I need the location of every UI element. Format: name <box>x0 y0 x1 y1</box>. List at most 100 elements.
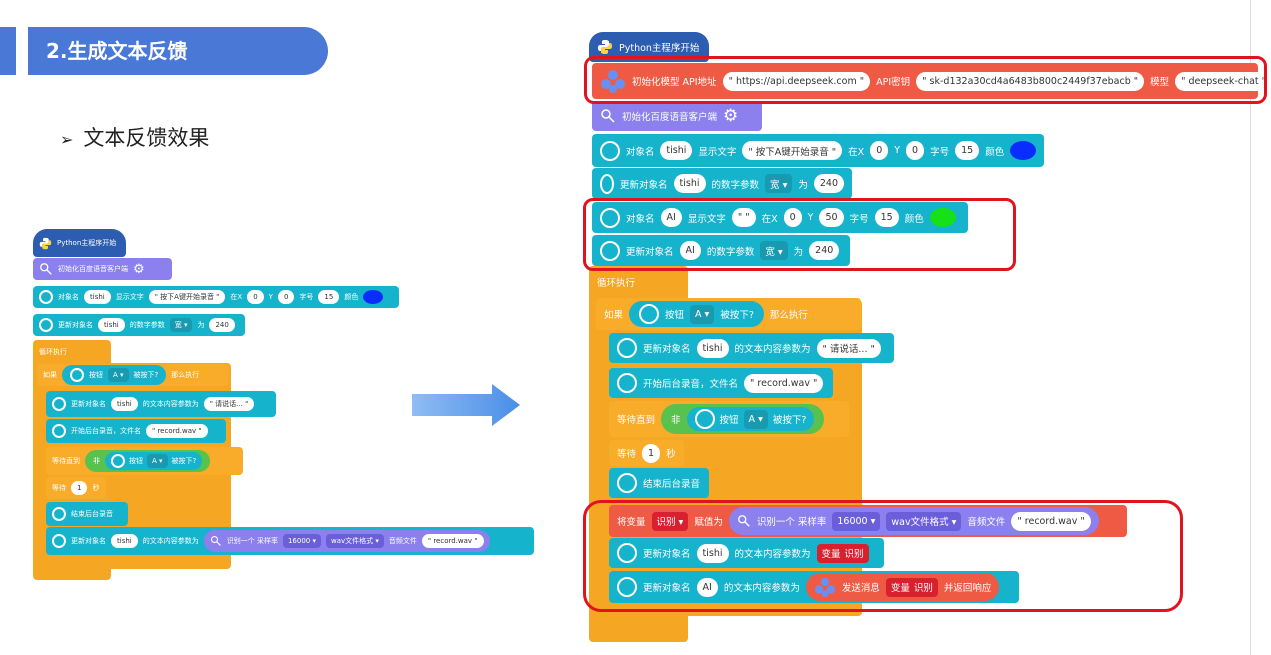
format-dropdown[interactable]: wav文件格式 ▾ <box>886 511 962 531</box>
block-text: 识别 <box>844 549 864 560</box>
filename-field[interactable]: " record.wav " <box>421 534 484 548</box>
seconds-field[interactable]: 1 <box>71 481 88 495</box>
object-name-field[interactable]: tishi <box>660 141 693 160</box>
loop-label[interactable]: 循环执行 <box>589 268 688 296</box>
show-text-block[interactable]: 对象名 tishi 显示文字 " 按下A键开始录音 " 在X 0 Y 0 字号 … <box>33 286 399 308</box>
loop-label[interactable]: 循环执行 <box>33 341 111 363</box>
x-field[interactable]: 0 <box>247 290 264 304</box>
wait-block[interactable]: 等待 1 秒 <box>46 477 106 499</box>
start-record-block[interactable]: 开始后台录音，文件名 " record.wav " <box>46 419 226 443</box>
object-name-field[interactable]: AI <box>679 241 701 260</box>
button-condition[interactable]: 按钮 A ▾ 被按下? <box>686 407 815 431</box>
if-block[interactable]: 如果 按钮 A ▾ 被按下? 那么执行 <box>596 298 861 330</box>
display-icon <box>52 507 66 521</box>
block-text: 更新对象名 <box>71 400 106 408</box>
show-ai-text-block[interactable]: 对象名 AI 显示文字 " " 在X 0 Y 50 字号 15 颜色 <box>592 202 968 233</box>
model-field[interactable]: " deepseek-chat " <box>1175 71 1271 91</box>
text-field[interactable]: " " <box>731 208 756 227</box>
button-dropdown[interactable]: A ▾ <box>690 304 715 324</box>
value-field[interactable]: 240 <box>809 241 840 260</box>
object-name-field[interactable]: tishi <box>696 338 729 358</box>
init-speech-block[interactable]: 初始化百度语音客户端 ⚙ <box>592 101 762 131</box>
text-field[interactable]: " 按下A键开始录音 " <box>148 290 226 304</box>
update-num-block[interactable]: 更新对象名 tishi 的数字参数 宽 ▾ 为 240 <box>33 314 245 336</box>
display-icon <box>600 207 620 228</box>
update-text-block[interactable]: 更新对象名 tishi 的文本内容参数为 " 请说话... " <box>609 333 894 363</box>
y-field[interactable]: 0 <box>906 141 925 160</box>
stop-record-block[interactable]: 结束后台录音 <box>609 468 709 498</box>
sample-rate-dropdown[interactable]: 16000 ▾ <box>832 511 881 531</box>
button-condition[interactable]: 按钮 A ▾ 被按下? <box>105 452 203 470</box>
button-condition[interactable]: 按钮 A ▾ 被按下? <box>62 365 167 385</box>
y-field[interactable]: 0 <box>277 290 295 304</box>
filename-field[interactable]: " record.wav " <box>744 373 824 393</box>
color-swatch[interactable] <box>929 208 956 227</box>
wait-block[interactable]: 等待 1 秒 <box>609 440 684 466</box>
not-condition[interactable]: 非 按钮 A ▾ 被按下? <box>85 450 211 472</box>
init-model-block[interactable]: 初始化模型 API地址 " https://api.deepseek.com "… <box>592 63 1271 99</box>
button-dropdown[interactable]: A ▾ <box>108 368 129 382</box>
font-size-field[interactable]: 15 <box>318 290 340 304</box>
format-dropdown[interactable]: wav文件格式 ▾ <box>325 534 384 548</box>
if-block[interactable]: 如果 按钮 A ▾ 被按下? 那么执行 <box>37 364 229 386</box>
update-num-block[interactable]: 更新对象名 tishi 的数字参数 宽 ▾ 为 240 <box>592 168 852 199</box>
value-field[interactable]: 240 <box>813 174 844 193</box>
show-text-block[interactable]: 对象名 tishi 显示文字 " 按下A键开始录音 " 在X 0 Y 0 字号 … <box>592 134 1044 167</box>
gear-icon[interactable]: ⚙ <box>133 261 145 277</box>
value-field[interactable]: 240 <box>209 318 235 332</box>
filename-field[interactable]: " record.wav " <box>1011 511 1091 531</box>
text-field[interactable]: " 按下A键开始录音 " <box>742 141 843 160</box>
recognize-block[interactable]: 识别一个 采样率 16000 ▾ wav文件格式 ▾ 音频文件 " record… <box>728 507 1099 535</box>
block-text: 字号 <box>849 213 869 225</box>
variable-reporter[interactable]: 变量识别 <box>816 543 869 563</box>
param-dropdown[interactable]: 宽 ▾ <box>765 174 793 193</box>
param-dropdown[interactable]: 宽 ▾ <box>169 318 193 332</box>
object-name-field[interactable]: tishi <box>111 397 138 411</box>
not-condition[interactable]: 非 按钮 A ▾ 被按下? <box>661 404 825 434</box>
variable-dropdown[interactable]: 识别 ▾ <box>651 511 689 531</box>
variable-reporter[interactable]: 变量识别 <box>885 577 938 597</box>
object-name-field[interactable]: AI <box>660 208 682 227</box>
update-ai-num-block[interactable]: 更新对象名 AI 的数字参数 宽 ▾ 为 240 <box>592 235 850 266</box>
color-swatch[interactable] <box>1010 141 1036 160</box>
text-field[interactable]: " 请说话... " <box>203 397 255 411</box>
api-key-field[interactable]: " sk-d132a30cd4a6483b800c2449f37ebacb " <box>916 71 1145 91</box>
object-name-field[interactable]: tishi <box>98 318 125 332</box>
font-size-field[interactable]: 15 <box>955 141 980 160</box>
gear-icon[interactable]: ⚙ <box>723 106 739 126</box>
recognize-block[interactable]: 识别一个 采样率 16000 ▾ wav文件格式 ▾ 音频文件 " record… <box>203 530 490 552</box>
filename-field[interactable]: " record.wav " <box>146 424 208 438</box>
set-variable-block[interactable]: 将变量 识别 ▾ 赋值为 识别一个 采样率 16000 ▾ wav文件格式 ▾ … <box>609 505 1127 537</box>
update-text-recognize-block[interactable]: 更新对象名 tishi 的文本内容参数为 识别一个 采样率 16000 ▾ wa… <box>46 527 534 555</box>
button-dropdown[interactable]: A ▾ <box>743 409 768 429</box>
text-field[interactable]: " 请说话... " <box>816 338 881 358</box>
update-text-block[interactable]: 更新对象名 tishi 的文本内容参数为 " 请说话... " <box>46 391 276 417</box>
button-dropdown[interactable]: A ▾ <box>147 454 168 468</box>
object-name-field[interactable]: tishi <box>696 543 729 563</box>
color-swatch[interactable] <box>363 290 384 304</box>
object-name-field[interactable]: AI <box>696 577 718 597</box>
object-name-field[interactable]: tishi <box>673 174 706 193</box>
program-start-hat[interactable]: Python主程序开始 <box>33 229 126 257</box>
stop-record-block[interactable]: 结束后台录音 <box>46 502 128 526</box>
object-name-field[interactable]: tishi <box>111 534 138 548</box>
seconds-field[interactable]: 1 <box>642 443 661 463</box>
y-field[interactable]: 50 <box>819 208 844 227</box>
param-dropdown[interactable]: 宽 ▾ <box>760 241 788 260</box>
init-speech-block[interactable]: 初始化百度语音客户端 ⚙ <box>33 258 172 280</box>
api-url-field[interactable]: " https://api.deepseek.com " <box>722 71 871 91</box>
button-condition[interactable]: 按钮 A ▾ 被按下? <box>629 301 764 327</box>
update-text-var-block[interactable]: 更新对象名 tishi 的文本内容参数为 变量识别 <box>609 538 884 568</box>
x-field[interactable]: 0 <box>870 141 889 160</box>
object-name-field[interactable]: tishi <box>84 290 111 304</box>
wait-until-block[interactable]: 等待直到 非 按钮 A ▾ 被按下? <box>46 447 243 475</box>
wait-until-block[interactable]: 等待直到 非 按钮 A ▾ 被按下? <box>609 401 849 437</box>
send-message-block[interactable]: 发送消息 变量识别 并返回响应 <box>805 573 1000 601</box>
block-text: 按钮 <box>129 457 143 465</box>
sample-rate-dropdown[interactable]: 16000 ▾ <box>282 534 321 548</box>
update-ai-text-block[interactable]: 更新对象名 AI 的文本内容参数为 发送消息 变量识别 并返回响应 <box>609 571 1019 603</box>
font-size-field[interactable]: 15 <box>874 208 899 227</box>
block-text: 秒 <box>92 484 100 492</box>
start-record-block[interactable]: 开始后台录音，文件名 " record.wav " <box>609 368 833 398</box>
x-field[interactable]: 0 <box>783 208 802 227</box>
